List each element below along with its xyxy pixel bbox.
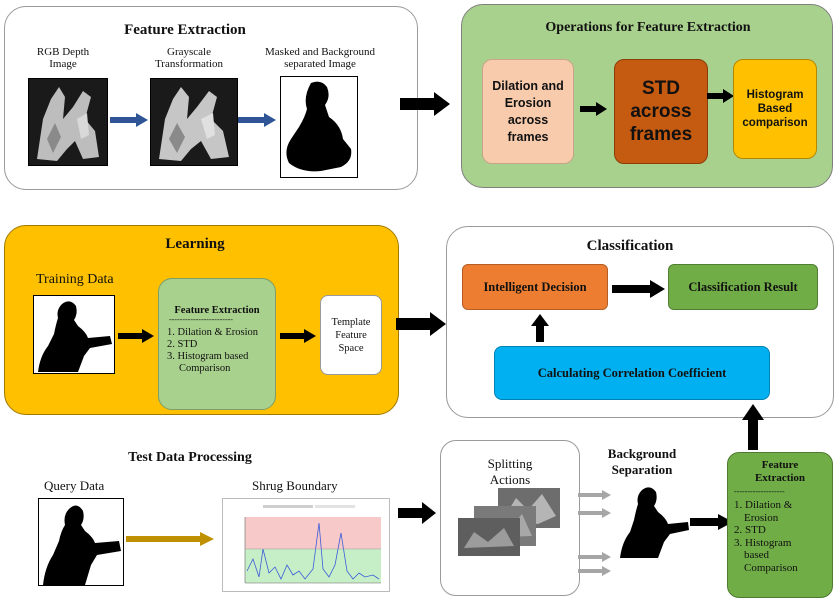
training-data-label: Training Data: [36, 272, 114, 287]
test-feature-extraction-box: Feature Extraction ------------------- 1…: [727, 452, 833, 598]
test-fe-item: 3. Histogram: [734, 536, 792, 549]
rgb-depth-image: [28, 78, 108, 166]
right-arrow-icon: [238, 113, 276, 127]
intelligent-decision-box: Intelligent Decision: [462, 264, 608, 310]
learning-fe-item: Comparison: [179, 363, 231, 374]
right-arrow-icon: [690, 514, 733, 530]
right-arrow-icon: [578, 490, 611, 500]
masked-caption: Masked and Background separated Image: [265, 46, 375, 70]
learning-fe-item: 2. STD: [167, 339, 198, 350]
right-arrow-icon: [580, 102, 607, 116]
template-feature-space-box: Template Feature Space: [320, 295, 382, 375]
query-data-label: Query Data: [44, 478, 105, 493]
correlation-box: Calculating Correlation Coefficient: [494, 346, 770, 400]
std-box: STD across frames: [614, 59, 708, 164]
background-separation-label: Background Separation: [607, 446, 677, 477]
learning-title: Learning: [165, 236, 225, 252]
right-arrow-icon: [578, 508, 611, 518]
feature-extraction-title: Feature Extraction: [124, 22, 246, 38]
right-arrow-icon: [398, 502, 436, 524]
right-arrow-icon: [126, 532, 214, 546]
learning-fe-title: Feature Extraction: [174, 305, 260, 316]
line-plot-icon: [244, 505, 381, 584]
splitting-actions-panel: [440, 440, 580, 596]
learning-fe-divider: ------------------------: [169, 315, 233, 324]
masked-image: [280, 76, 358, 178]
silhouette-icon: [286, 81, 352, 172]
right-arrow-icon: [118, 329, 154, 343]
up-arrow-icon: [531, 314, 549, 342]
right-arrow-icon: [110, 113, 148, 127]
test-fe-item: Erosion: [744, 511, 779, 524]
test-fe-item: 2. STD: [734, 524, 766, 536]
silhouette-icon: [43, 505, 121, 585]
depth-image-icon: [159, 87, 229, 161]
test-fe-item: Comparison: [744, 561, 798, 574]
operations-title: Operations for Feature Extraction: [545, 20, 751, 35]
dilation-erosion-box: Dilation and Erosion across frames: [482, 59, 574, 164]
split-frame-3: [458, 518, 520, 556]
classification-result-box: Classification Result: [668, 264, 818, 310]
learning-fe-item: 3. Histogram based: [167, 351, 249, 362]
rgb-depth-caption: RGB Depth Image: [36, 46, 90, 70]
test-fe-title: Feature Extraction: [754, 459, 806, 484]
learning-fe-item: 1. Dilation & Erosion: [167, 327, 258, 338]
grayscale-caption: Grayscale Transformation: [154, 46, 224, 70]
histogram-box: Histogram Based comparison: [733, 59, 817, 159]
shrug-boundary-plot: [222, 498, 390, 592]
silhouette-icon: [38, 301, 112, 372]
silhouette-icon: [620, 487, 689, 558]
right-arrow-icon: [280, 329, 316, 343]
test-fe-item: 1. Dilation &: [734, 499, 793, 511]
shrug-boundary-label: Shrug Boundary: [252, 478, 338, 493]
learning-feature-extraction-box: Feature Extraction ---------------------…: [158, 278, 276, 410]
right-arrow-icon: [578, 552, 611, 562]
test-data-processing-title: Test Data Processing: [128, 450, 252, 465]
right-arrow-icon: [400, 92, 450, 116]
right-arrow-icon: [707, 89, 734, 103]
test-fe-item: based: [744, 549, 770, 561]
up-arrow-icon: [742, 404, 764, 450]
right-arrow-icon: [396, 312, 446, 336]
right-arrow-icon: [578, 566, 611, 576]
depth-image-icon: [37, 87, 99, 161]
classification-title: Classification: [586, 238, 674, 254]
query-image: [38, 498, 124, 586]
test-fe-divider: -------------------: [734, 487, 785, 496]
classification-panel: [446, 226, 834, 418]
splitting-actions-label: Splitting Actions: [487, 456, 533, 487]
grayscale-image: [150, 78, 238, 166]
right-arrow-icon: [612, 280, 665, 298]
training-image: [33, 295, 115, 374]
